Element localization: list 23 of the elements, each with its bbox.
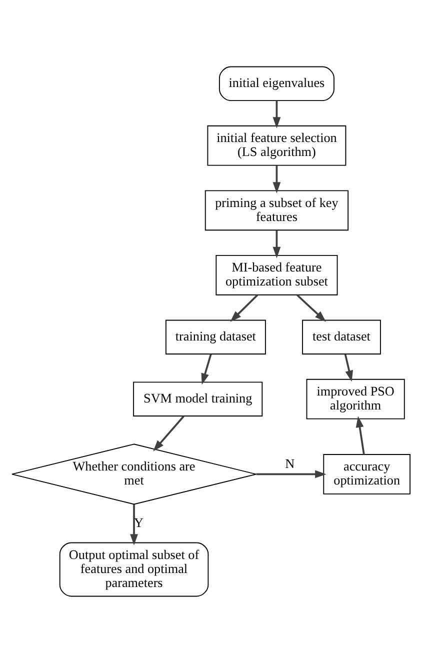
arrow	[230, 294, 258, 322]
node-box: Output optimal subset of features and optimal parameters	[59, 542, 209, 597]
node-box: priming a subset of key features	[204, 190, 349, 231]
arrow	[272, 230, 281, 258]
arrow	[201, 354, 212, 385]
node-box: initial eigenvalues	[218, 66, 334, 102]
edge-label: N	[285, 456, 295, 471]
node-box: MI-based feature optimization subset	[216, 254, 338, 296]
node-box: training dataset	[165, 320, 266, 354]
arrow	[356, 416, 365, 455]
node-box: test dataset	[302, 320, 381, 354]
arrow	[344, 354, 354, 382]
node-diamond: Whether conditions are met	[12, 444, 257, 505]
arrow	[272, 100, 281, 128]
node-box: accuracy optimization	[323, 454, 410, 494]
arrow	[256, 470, 326, 478]
node-box: SVM model training	[133, 382, 263, 416]
node-box: improved PSO algorithm	[306, 378, 405, 420]
arrow	[130, 504, 138, 546]
arrow	[272, 165, 281, 194]
arrow	[153, 416, 184, 452]
node-box: initial feature selection (LS algorithm)	[207, 125, 346, 166]
arrow	[296, 294, 326, 322]
